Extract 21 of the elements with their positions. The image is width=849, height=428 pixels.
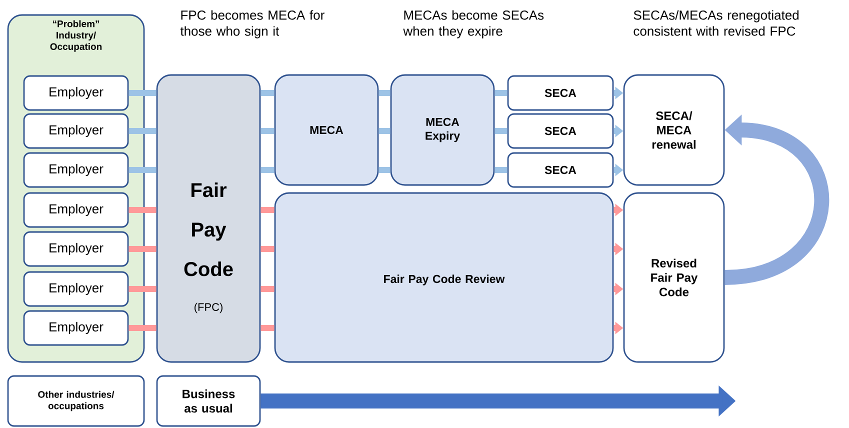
header-text: SECAs/MECAs renegotiated consistent with revised FPC bbox=[634, 10, 799, 36]
renewal-box: SECA/ MECA renewal bbox=[623, 74, 725, 186]
seca-box: SECA bbox=[507, 75, 614, 111]
stage-box: MECA Expiry bbox=[390, 74, 495, 186]
employer-box: Employer bbox=[23, 113, 129, 149]
employer-box: Employer bbox=[23, 75, 129, 111]
stage-box: MECA bbox=[274, 74, 379, 186]
employer-box: Employer bbox=[23, 310, 129, 346]
employer-box: Employer bbox=[23, 271, 129, 307]
seca-box: SECA bbox=[507, 113, 614, 149]
industry-box: Other industries/ occupations bbox=[7, 375, 145, 427]
seca-box: SECA bbox=[507, 152, 614, 188]
review-box: Fair Pay Code Review bbox=[274, 192, 614, 363]
header-text: MECAs become SECAs when they expire bbox=[403, 10, 544, 38]
status-box: Business as usual bbox=[156, 375, 261, 427]
employer-box: Employer bbox=[23, 192, 129, 228]
revised-code-box: Revised Fair Pay Code bbox=[623, 192, 725, 363]
employer-box: Employer bbox=[23, 152, 129, 188]
code-column: Fair Pay Code (FPC) bbox=[156, 74, 261, 363]
header-text: FPC becomes MECA for those who sign it bbox=[180, 10, 324, 38]
employer-box: Employer bbox=[23, 231, 129, 267]
